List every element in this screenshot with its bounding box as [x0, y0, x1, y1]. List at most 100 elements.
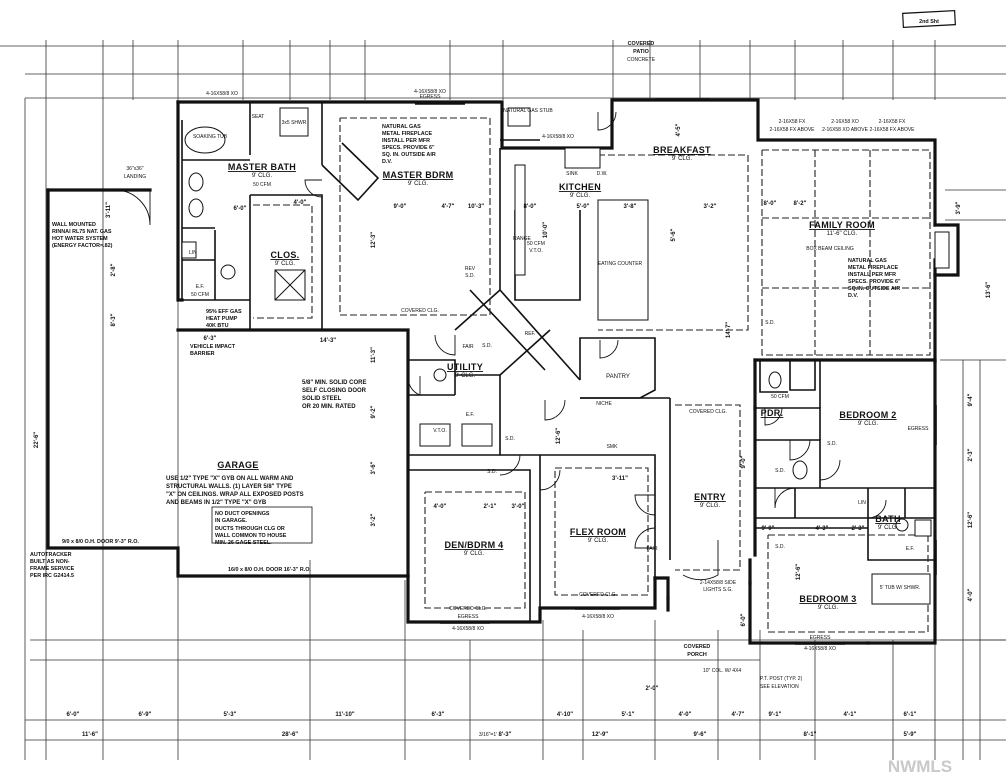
svg-text:4-16X58/8 XO: 4-16X58/8 XO	[206, 91, 238, 97]
svg-text:6'-0": 6'-0"	[67, 712, 80, 718]
svg-text:2-16X58 XO ABOVE: 2-16X58 XO ABOVE	[822, 127, 869, 133]
svg-text:4'-1": 4'-1"	[844, 712, 857, 718]
svg-text:2-14X58/8 SIDE: 2-14X58/8 SIDE	[700, 580, 737, 586]
svg-text:METAL FIREPLACE: METAL FIREPLACE	[848, 265, 899, 271]
svg-text:SPECS. PROVIDE 6": SPECS. PROVIDE 6"	[848, 279, 901, 285]
svg-text:HOT WATER SYSTEM: HOT WATER SYSTEM	[52, 236, 108, 242]
svg-text:4'-0": 4'-0"	[968, 588, 974, 601]
svg-text:3'-2": 3'-2"	[704, 204, 717, 210]
svg-text:BUILT AS NON-: BUILT AS NON-	[30, 559, 70, 565]
svg-text:9'-2": 9'-2"	[371, 405, 377, 418]
svg-text:BOX BEAM CEILING: BOX BEAM CEILING	[806, 246, 854, 252]
svg-text:4'-10": 4'-10"	[557, 712, 573, 718]
svg-text:COVERED: COVERED	[684, 644, 711, 650]
svg-text:V.T.O.: V.T.O.	[433, 428, 446, 434]
svg-text:EGRESS: EGRESS	[908, 426, 930, 432]
svg-text:11'-6": 11'-6"	[82, 732, 98, 738]
svg-text:COVERED CLG.: COVERED CLG.	[449, 606, 487, 612]
svg-text:4'-5": 4'-5"	[676, 123, 682, 136]
svg-text:LANDING: LANDING	[124, 174, 146, 180]
svg-text:4-16X58/8 XO: 4-16X58/8 XO	[414, 89, 446, 95]
svg-text:SEE ELEVATION: SEE ELEVATION	[760, 684, 799, 690]
room-bedroom-2: BEDROOM 2	[839, 410, 896, 420]
svg-text:EGRESS: EGRESS	[458, 614, 480, 620]
watermark: NWMLS	[888, 757, 952, 776]
svg-text:2'-3": 2'-3"	[968, 448, 974, 461]
svg-text:COVERED: COVERED	[628, 41, 655, 47]
svg-text:S.D.: S.D.	[465, 273, 475, 279]
svg-text:50 CFM: 50 CFM	[253, 182, 271, 188]
room-garage: GARAGE	[217, 460, 258, 470]
room-bedroom-3: BEDROOM 3	[799, 594, 856, 604]
svg-text:SEAT: SEAT	[252, 114, 265, 120]
svg-text:8'-0": 8'-0"	[524, 204, 537, 210]
svg-text:D.V.: D.V.	[848, 293, 858, 299]
svg-text:4'-0": 4'-0"	[679, 712, 692, 718]
svg-text:AND BEAMS IN 1/2" TYPE "X" GYB: AND BEAMS IN 1/2" TYPE "X" GYB	[166, 500, 267, 506]
room-master-bath: MASTER BATH	[228, 162, 296, 172]
svg-text:RINNAI RL75 NAT. GAS: RINNAI RL75 NAT. GAS	[52, 229, 112, 235]
svg-text:NATURAL GAS: NATURAL GAS	[382, 124, 421, 130]
svg-text:S.D.: S.D.	[482, 343, 492, 349]
svg-text:S.D.: S.D.	[487, 469, 497, 475]
svg-text:E.F.: E.F.	[196, 284, 205, 290]
svg-text:8'-0": 8'-0"	[764, 201, 777, 207]
svg-text:11'-3": 11'-3"	[371, 347, 377, 363]
svg-text:9' CLG.: 9' CLG.	[455, 373, 475, 379]
construction-notes: 5/8" MIN. SOLID CORE SELF CLOSING DOOR S…	[30, 10, 956, 738]
room-entry: ENTRY	[694, 492, 726, 502]
svg-text:INSTALL PER MFR: INSTALL PER MFR	[382, 138, 430, 144]
svg-text:REF.: REF.	[525, 331, 536, 337]
svg-text:COVERED CLG.: COVERED CLG.	[579, 592, 617, 598]
svg-text:10" COL. W/ 4X4: 10" COL. W/ 4X4	[703, 668, 741, 674]
svg-text:4-16X58/8 XO: 4-16X58/8 XO	[542, 134, 574, 140]
svg-text:12'-6": 12'-6"	[556, 428, 562, 444]
svg-text:6'-0": 6'-0"	[741, 613, 747, 626]
svg-text:9' CLG.: 9' CLG.	[588, 538, 608, 544]
svg-text:6'-9": 6'-9"	[139, 712, 152, 718]
svg-text:5'-0": 5'-0"	[577, 204, 590, 210]
svg-text:EGRESS: EGRESS	[810, 635, 832, 641]
window-marks	[181, 98, 937, 645]
svg-text:9'-0": 9'-0"	[762, 526, 775, 532]
svg-text:S.D.: S.D.	[775, 544, 785, 550]
svg-text:2'-8": 2'-8"	[111, 263, 117, 276]
svg-text:13'-6": 13'-6"	[986, 282, 992, 298]
ceiling-lines	[253, 117, 931, 633]
svg-text:2nd Sht: 2nd Sht	[919, 19, 939, 25]
svg-text:9'-0": 9'-0"	[394, 204, 407, 210]
svg-text:4-16X58/8 XO: 4-16X58/8 XO	[452, 626, 484, 632]
exterior-walls	[46, 98, 960, 645]
svg-text:50 CFM: 50 CFM	[191, 292, 209, 298]
svg-text:CONCRETE: CONCRETE	[627, 57, 656, 63]
svg-text:NATURAL GAS: NATURAL GAS	[848, 258, 887, 264]
svg-text:3'-11": 3'-11"	[106, 202, 112, 218]
svg-text:SMK: SMK	[607, 444, 619, 450]
svg-text:22'-6": 22'-6"	[34, 432, 40, 448]
misc-labels: COVERED PATIO CONCRETE COVERED PORCH 36"…	[124, 41, 929, 690]
svg-text:COVERED CLG.: COVERED CLG.	[689, 409, 727, 415]
svg-text:12'-9": 12'-9"	[592, 732, 608, 738]
svg-text:5/8" MIN. SOLID CORE: 5/8" MIN. SOLID CORE	[302, 380, 367, 386]
svg-text:2'-1": 2'-1"	[484, 504, 497, 510]
svg-text:P.T. POST (TYP. 2): P.T. POST (TYP. 2)	[760, 676, 803, 682]
svg-text:2-16X58 FX ABOVE: 2-16X58 FX ABOVE	[869, 127, 915, 133]
room-labels: GARAGE MASTER BATH 9' CLG. MASTER BDRM 9…	[217, 145, 900, 611]
svg-text:50 CFM: 50 CFM	[527, 241, 545, 247]
svg-text:9' CLG.: 9' CLG.	[252, 173, 272, 179]
svg-text:S.D.: S.D.	[505, 436, 515, 442]
svg-text:2'-3": 2'-3"	[852, 526, 865, 532]
svg-text:EGRESS: EGRESS	[420, 94, 442, 100]
svg-text:6'-3": 6'-3"	[432, 712, 445, 718]
svg-text:11'-6" CLG.: 11'-6" CLG.	[827, 231, 858, 237]
room-flex: FLEX ROOM	[570, 527, 626, 537]
svg-text:3'-8": 3'-8"	[624, 204, 637, 210]
svg-text:V.T.O.: V.T.O.	[529, 248, 542, 254]
svg-text:3'-6": 3'-6"	[371, 461, 377, 474]
svg-text:12'-3": 12'-3"	[371, 232, 377, 248]
svg-text:9' CLG.: 9' CLG.	[818, 605, 838, 611]
svg-text:14'-7": 14'-7"	[726, 322, 732, 338]
svg-text:36"x36": 36"x36"	[126, 166, 143, 172]
svg-text:WALL MOUNTED: WALL MOUNTED	[52, 222, 96, 228]
